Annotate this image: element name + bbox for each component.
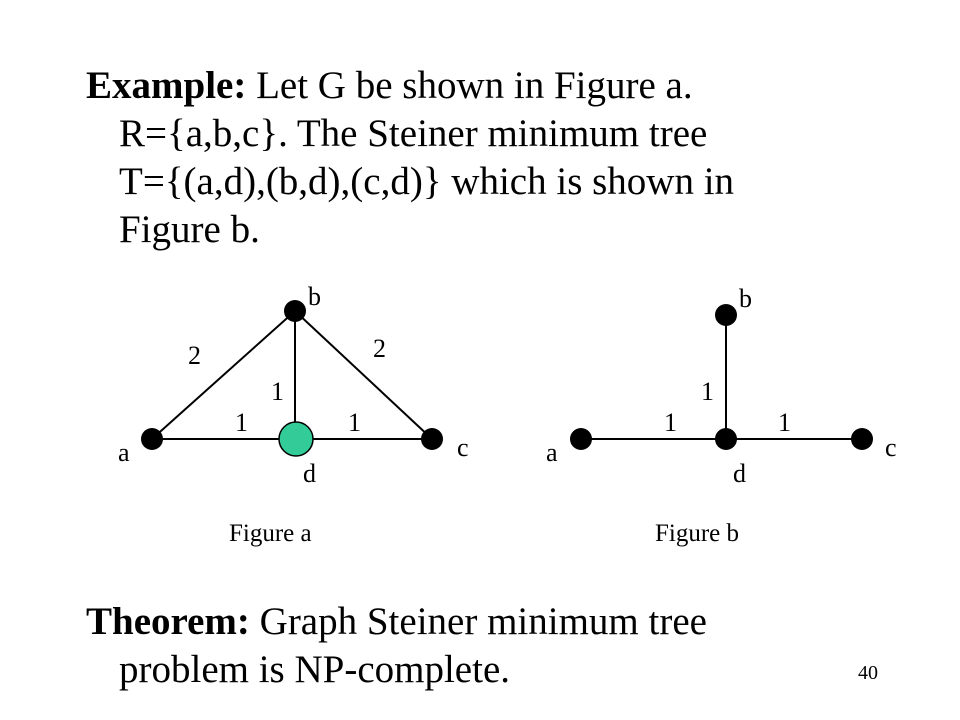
figure-a-edge-bc	[294, 310, 433, 440]
figure-b-node-d	[715, 428, 737, 450]
example-line-1: Example: Let G be shown in Figure a.	[86, 62, 734, 110]
figure-a-label-b: b	[308, 282, 321, 311]
figure-b-weight-ad: 1	[664, 408, 677, 437]
example-line-3: T={(a,d),(b,d),(c,d)} which is shown in	[119, 160, 735, 203]
figure-a-node-c	[421, 428, 443, 450]
figure-a-node-b	[284, 300, 306, 322]
figure-a-label-a: a	[118, 438, 130, 467]
figure-b-node-c	[851, 428, 873, 450]
figure-a-weight-dc: 1	[348, 408, 361, 437]
example-line-4: Figure b.	[119, 208, 260, 251]
figure-a-node-a	[141, 428, 163, 450]
figure-a-caption: Figure a	[229, 520, 312, 547]
figure-b-label-b: b	[739, 284, 752, 313]
theorem-line-1: Theorem: Graph Steiner minimum tree	[86, 598, 707, 646]
figure-a-weight-bc: 2	[373, 334, 386, 363]
theorem-line-2: problem is NP-complete.	[119, 648, 511, 691]
theorem-lead: Theorem:	[86, 600, 250, 643]
figure-b-node-a	[570, 428, 592, 450]
figure-a: a b c d 2 2 1 1 1 Figure a	[118, 282, 469, 547]
figure-b-caption: Figure b	[655, 520, 739, 547]
figure-a-weight-ab: 2	[188, 341, 201, 370]
page-number: 40	[858, 662, 878, 684]
figure-a-weight-bd: 1	[271, 377, 284, 406]
figure-b-label-c: c	[885, 433, 897, 462]
figure-a-edge-ab	[151, 310, 296, 440]
example-lead: Example:	[86, 64, 247, 107]
theorem-text-1: Graph Steiner minimum tree	[259, 600, 707, 643]
figure-a-label-c: c	[457, 433, 469, 462]
figure-b-node-b	[715, 304, 737, 326]
figure-b: a b c d 1 1 1 Figure b	[546, 284, 897, 547]
figure-a-node-d-steiner	[278, 421, 314, 457]
figure-b-label-d: d	[733, 459, 746, 488]
example-line-2: R={a,b,c}. The Steiner minimum tree	[119, 112, 708, 155]
figure-a-weight-ad: 1	[235, 408, 248, 437]
figure-b-weight-dc: 1	[778, 408, 791, 437]
figure-a-label-d: d	[303, 459, 316, 488]
figure-b-label-a: a	[546, 438, 558, 467]
example-paragraph: Example: Let G be shown in Figure a. R={…	[86, 62, 734, 254]
theorem-paragraph: Theorem: Graph Steiner minimum tree prob…	[86, 598, 707, 694]
figure-b-weight-bd: 1	[701, 377, 714, 406]
example-text-1: Let G be shown in Figure a.	[256, 64, 693, 107]
